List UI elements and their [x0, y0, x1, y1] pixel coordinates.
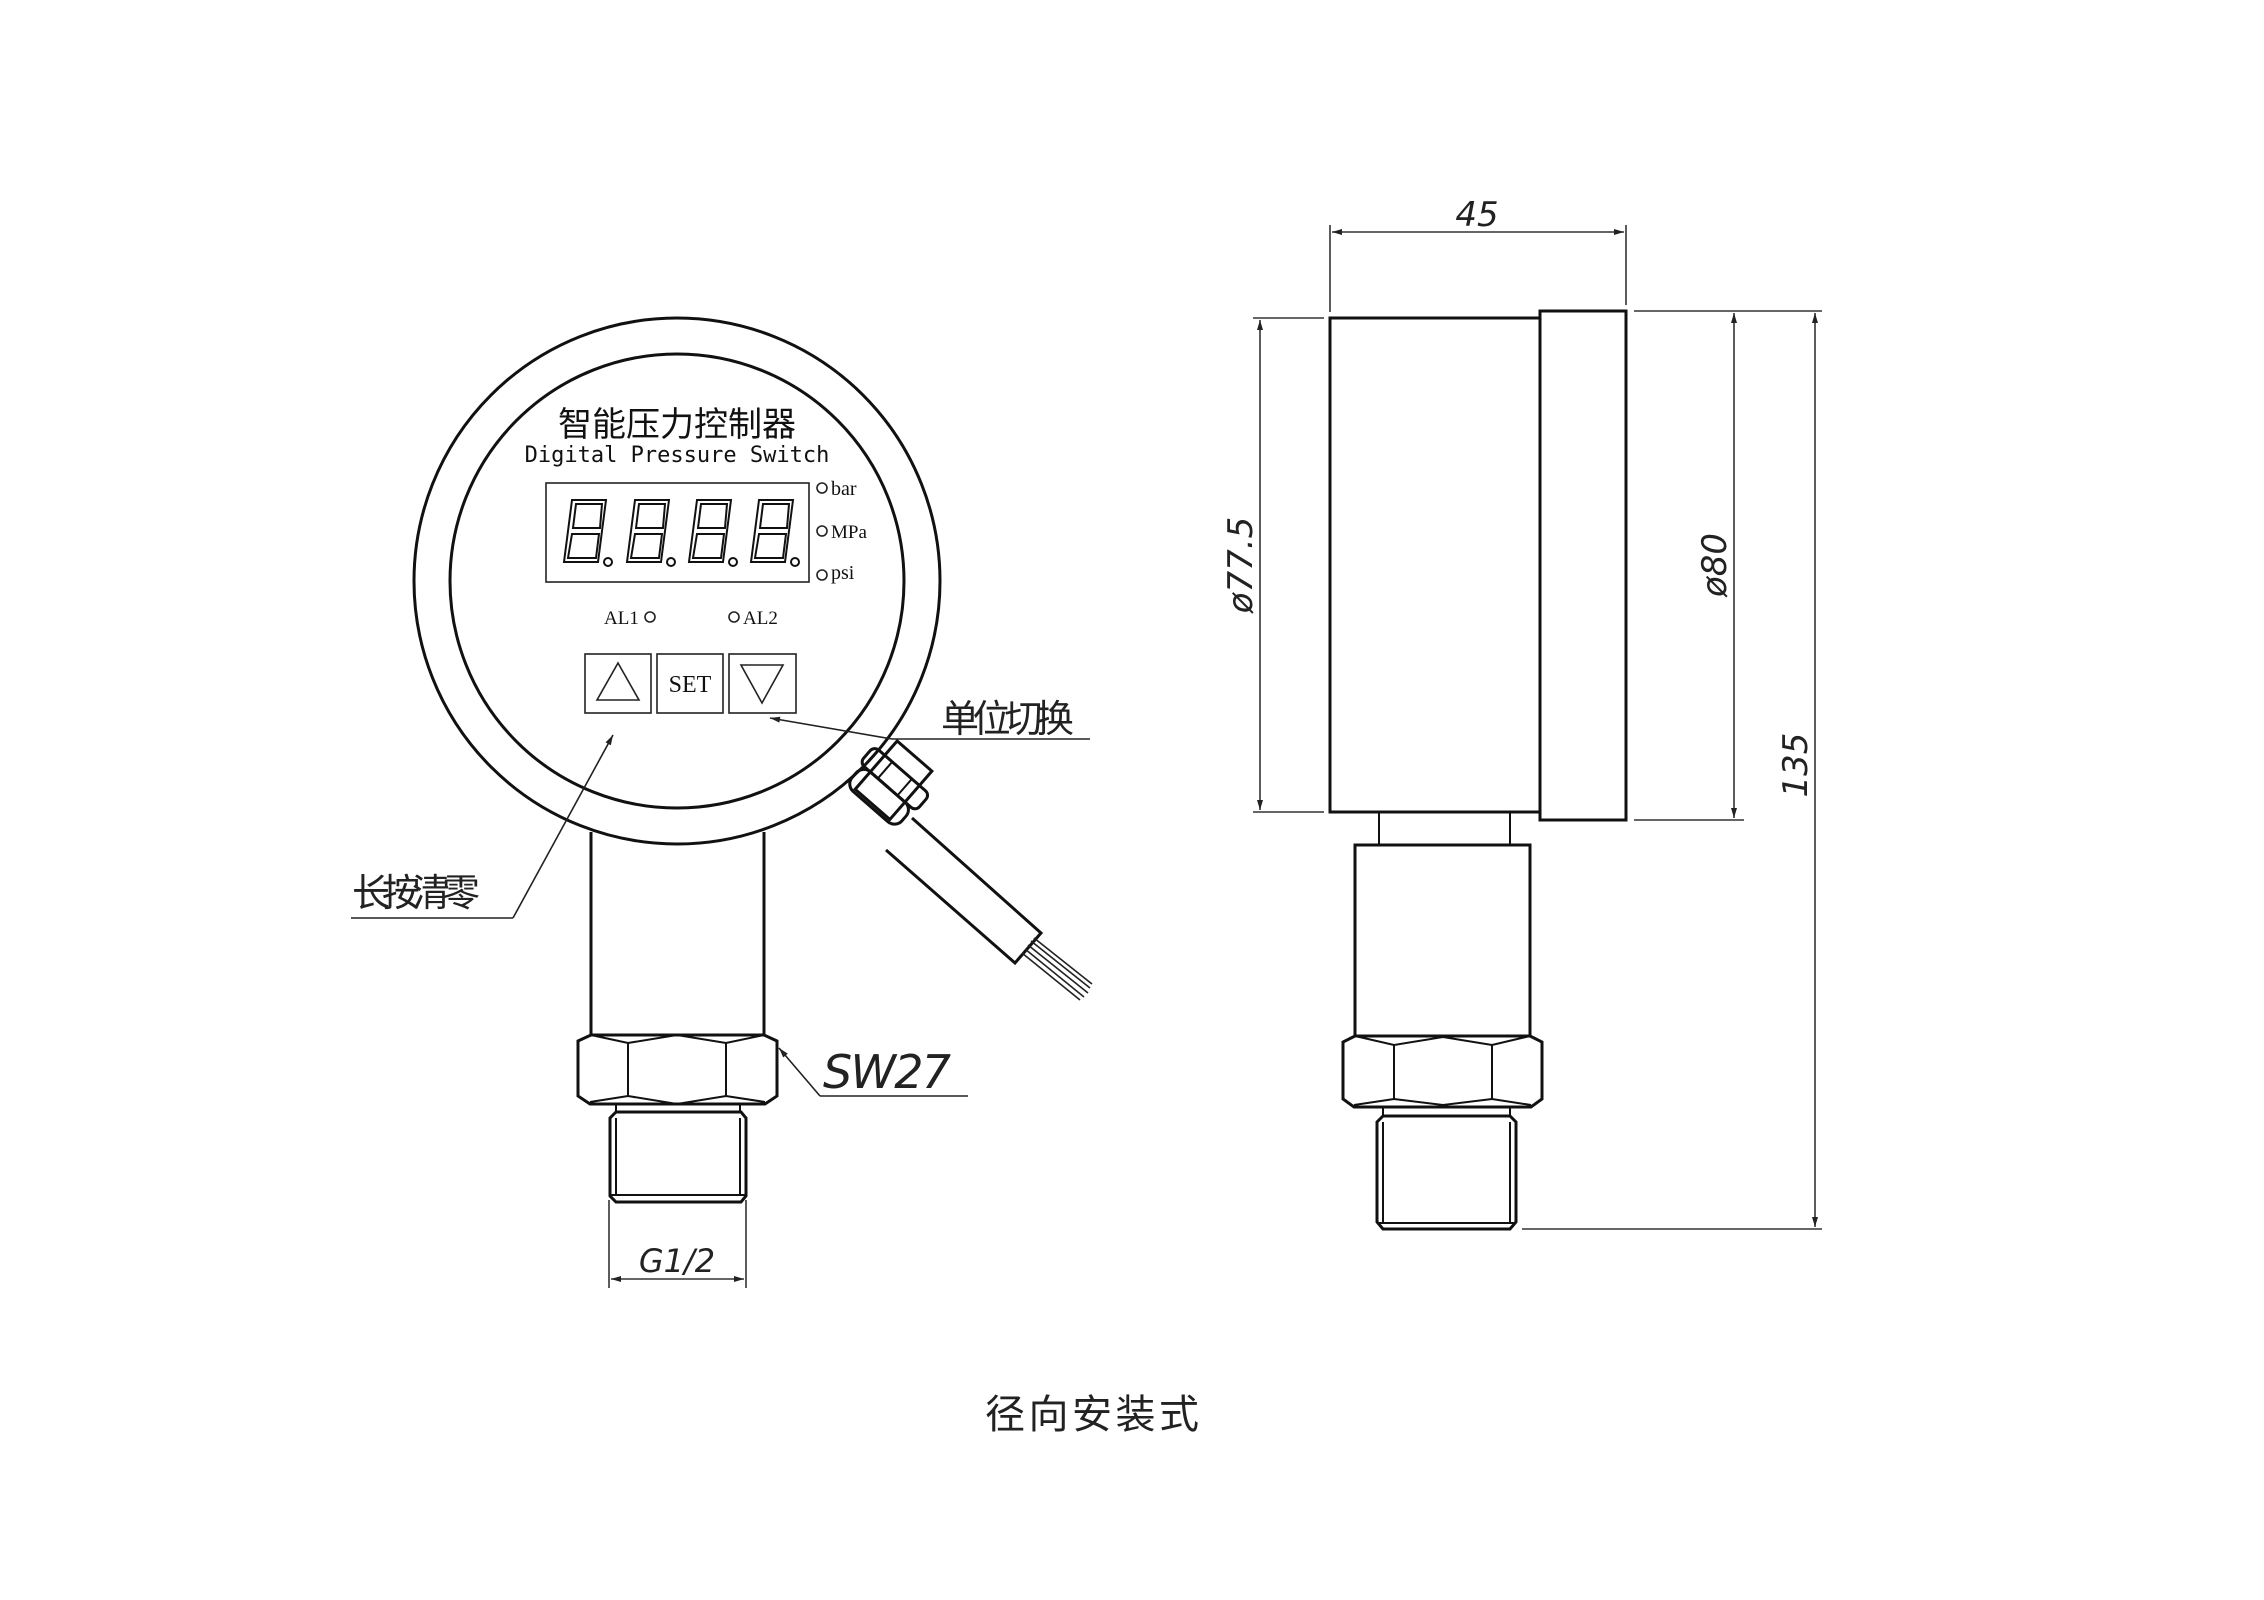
front-hex-nut	[576, 1033, 779, 1106]
bezel-diameter-label: ø80	[1695, 533, 1735, 598]
dimension-total-height: 135	[1522, 313, 1822, 1230]
unit-switch-label: 单位切换	[941, 697, 1074, 741]
case-outer-ring	[412, 316, 942, 846]
down-triangle-icon	[739, 664, 785, 705]
side-bezel	[1538, 309, 1628, 822]
seven-seg-digit	[625, 499, 676, 567]
dimension-thread: G1/2	[608, 1200, 747, 1288]
unit-led-psi	[816, 569, 828, 581]
title-cn: 智能压力控制器	[558, 406, 796, 444]
seven-seg-digit	[749, 499, 800, 567]
set-button[interactable]: SET	[656, 653, 724, 714]
case-inner-face	[448, 352, 906, 810]
led-display	[545, 482, 810, 583]
callout-wrench-size: SW27	[778, 1045, 968, 1099]
unit-led-mpa	[816, 525, 828, 537]
side-view: 45 ø77.5 ø80 135	[1221, 195, 1822, 1231]
seven-seg-digit	[687, 499, 738, 567]
depth-label: 45	[1455, 195, 1498, 235]
thread-label: G1/2	[639, 1242, 715, 1280]
dimension-depth: 45	[1329, 195, 1627, 312]
caption: 径向安装式	[985, 1392, 1199, 1438]
total-height-label: 135	[1776, 733, 1816, 798]
seven-seg-digit	[562, 499, 613, 567]
dimension-bezel-diameter: ø80	[1634, 310, 1822, 821]
front-stem	[589, 832, 766, 1037]
alarm-led-al2	[728, 611, 740, 623]
front-thread	[608, 1103, 748, 1204]
up-button[interactable]	[584, 653, 652, 714]
cable-gland	[848, 738, 934, 826]
front-view: 智能压力控制器 Digital Pressure Switch	[351, 316, 1093, 1288]
set-button-label: SET	[669, 672, 712, 698]
unit-led-bar	[816, 482, 828, 494]
side-stem	[1353, 843, 1532, 1038]
zero-reset-label: 长按清零	[352, 871, 480, 915]
side-hex-nut	[1341, 1034, 1544, 1109]
callout-zero-reset: 长按清零	[351, 734, 614, 919]
title-en: Digital Pressure Switch	[525, 443, 830, 468]
dimension-body-diameter: ø77.5	[1221, 317, 1324, 813]
unit-indicators: bar MPa psi	[816, 478, 867, 584]
side-thread	[1375, 1106, 1518, 1231]
wrench-size-label: SW27	[823, 1045, 951, 1099]
alarm-indicators: AL1 AL2	[604, 608, 778, 629]
alarm-label-al2: AL2	[743, 608, 778, 629]
alarm-label-al1: AL1	[604, 608, 639, 629]
unit-label-bar: bar	[831, 478, 857, 500]
alarm-led-al1	[644, 611, 656, 623]
callout-unit-switch: 单位切换	[769, 697, 1090, 741]
up-triangle-icon	[595, 661, 641, 701]
side-body	[1328, 316, 1542, 814]
down-button[interactable]	[728, 653, 797, 714]
unit-label-mpa: MPa	[831, 522, 867, 543]
body-diameter-label: ø77.5	[1221, 517, 1261, 615]
cable	[885, 816, 1093, 1001]
unit-label-psi: psi	[831, 562, 855, 584]
